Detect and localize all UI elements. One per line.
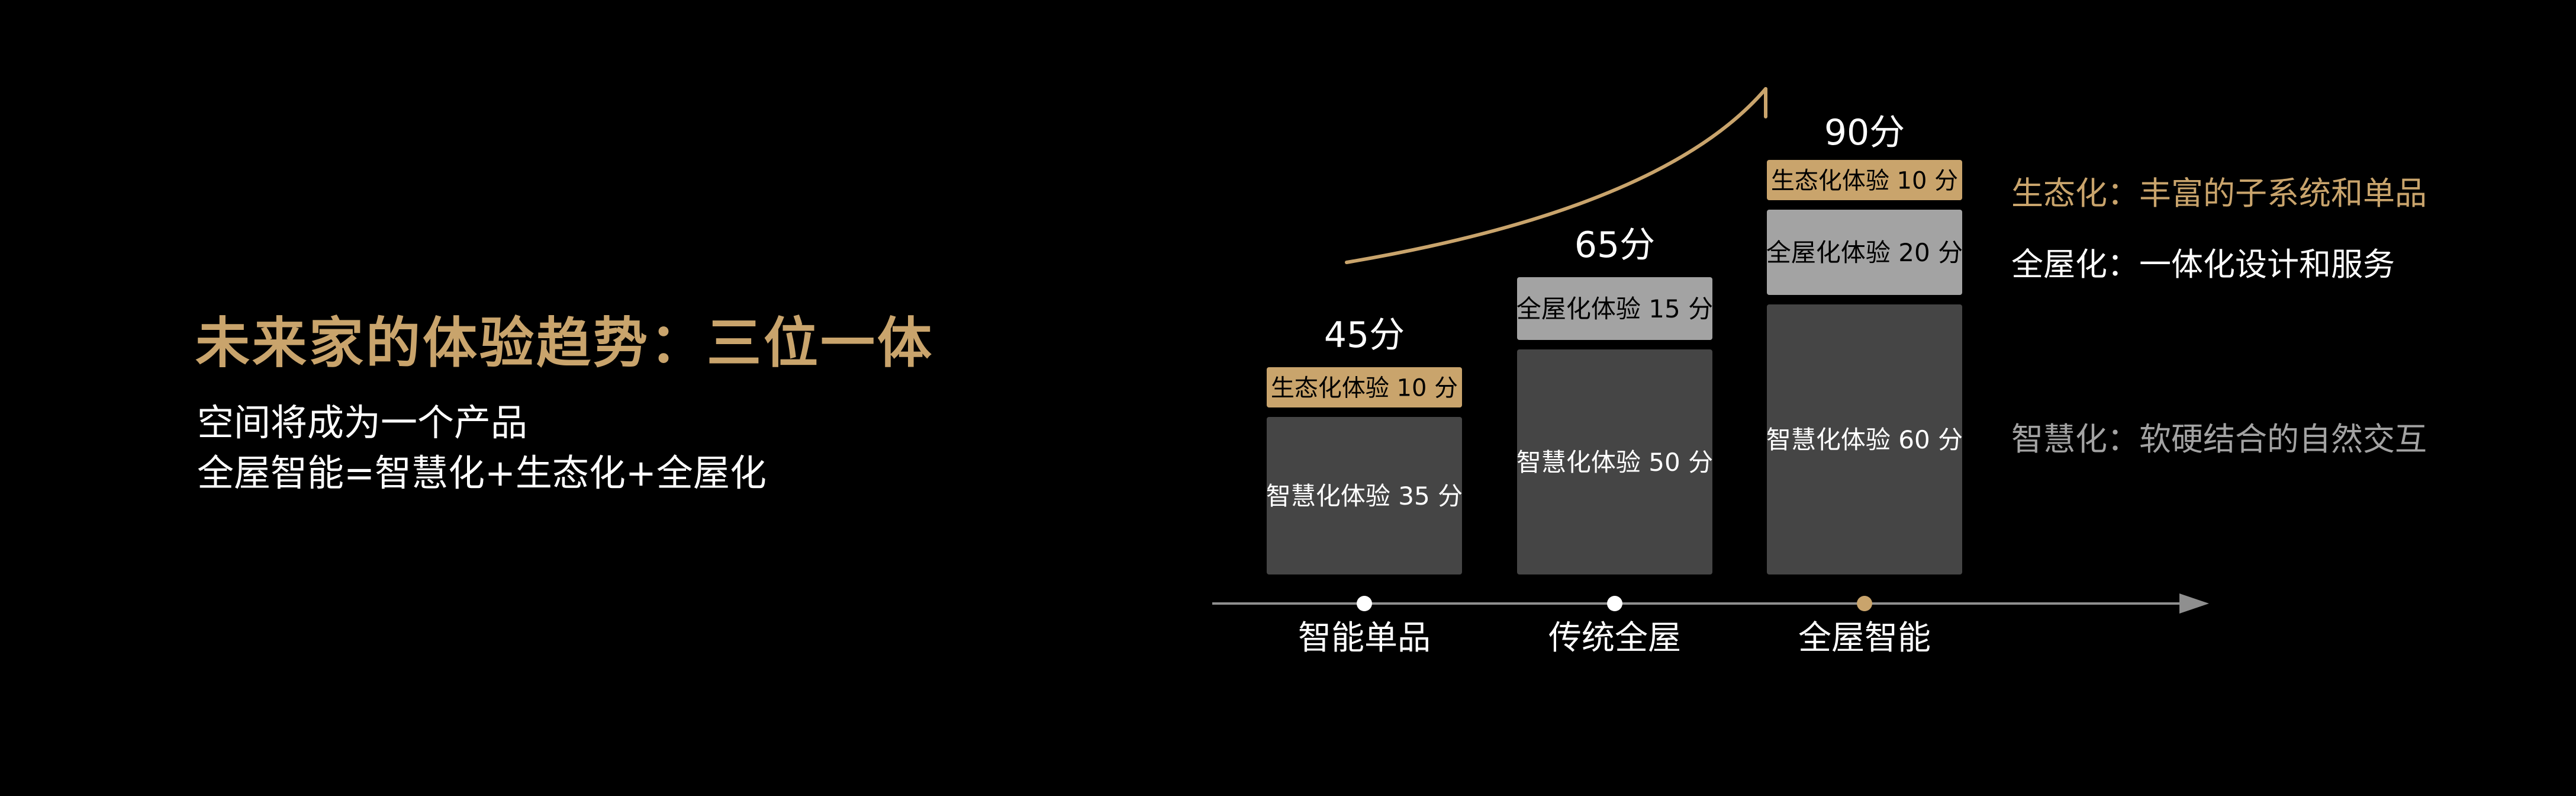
bar-smart-1 [1517,349,1712,574]
bar-label-eco-2: 生态化体验 10 分 [1771,167,1958,194]
legend-item-1: 全屋化：一体化设计和服务 [2011,246,2395,283]
bar-smart-2 [1767,304,1962,574]
bar-label-smart-2: 智慧化体验 60 分 [1766,425,1963,454]
bar-whole-1 [1517,277,1712,340]
bar-eco-0 [1267,367,1462,407]
bar-smart-0 [1267,417,1462,574]
axis-point-1 [1607,596,1622,611]
bar-label-whole-1: 全屋化体验 15 分 [1516,294,1713,323]
subtitle-line-2: 全屋智能=智慧化+生态化+全屋化 [197,451,767,495]
axis-point-2 [1857,596,1872,611]
total-label-1: 65分 [1574,224,1655,266]
bar-label-whole-2: 全屋化体验 20 分 [1766,238,1963,267]
x-axis-arrow-icon [2179,593,2209,614]
axis-point-0 [1357,596,1372,611]
legend-item-2: 智慧化：软硬结合的自然交互 [2011,421,2427,458]
category-label-1: 传统全屋 [1548,619,1681,657]
bar-label-smart-0: 智慧化体验 35 分 [1266,482,1463,511]
category-label-0: 智能单品 [1298,619,1431,657]
total-label-2: 90分 [1824,112,1905,153]
total-label-0: 45分 [1324,314,1405,356]
bar-label-eco-0: 生态化体验 10 分 [1271,374,1458,402]
page-title: 未来家的体验趋势：三位一体 [195,312,935,375]
legend-item-0: 生态化：丰富的子系统和单品 [2011,175,2427,212]
bar-whole-2 [1767,210,1962,295]
category-label-2: 全屋智能 [1798,619,1931,657]
bar-eco-2 [1767,160,1962,200]
subtitle-line-1: 空间将成为一个产品 [197,401,528,444]
trend-curve [1345,87,1767,264]
bar-label-smart-1: 智慧化体验 50 分 [1516,448,1713,477]
